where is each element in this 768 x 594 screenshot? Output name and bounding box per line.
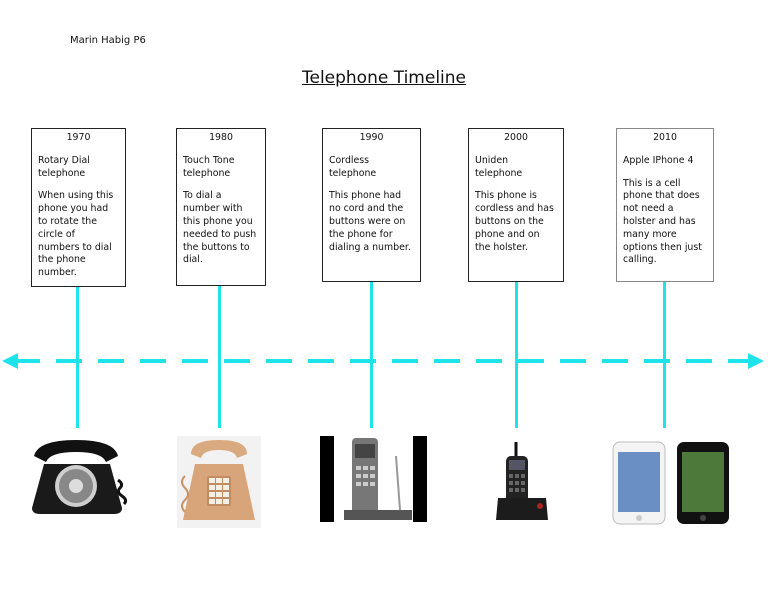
event-year: 2010 [653, 132, 677, 143]
event-box-1970: 1970 Rotary Dial telephone When using th… [31, 128, 126, 287]
event-year: 1970 [66, 132, 91, 143]
event-name: Rotary Dial telephone [38, 154, 90, 179]
right-arrowhead-icon [748, 353, 764, 369]
event-name: Apple IPhone 4 [623, 154, 694, 166]
connector-1980 [218, 286, 221, 428]
timeline-arrow [2, 353, 764, 369]
connector-1990 [370, 281, 373, 428]
event-name: Touch Tone telephone [183, 154, 235, 179]
event-description: This is a cell phone that does not need … [623, 177, 702, 266]
event-box-2000: 2000 Uniden telephone This phone is cord… [468, 128, 564, 282]
connector-2000 [515, 281, 518, 428]
connector-1970 [76, 286, 79, 428]
event-box-2010: 2010 Apple IPhone 4 This is a cell phone… [616, 128, 714, 282]
event-year: 2000 [504, 132, 528, 143]
event-name: Cordless telephone [329, 154, 377, 179]
touch-tone-phone-image [177, 436, 261, 528]
iphone-4-image [612, 441, 729, 525]
author-label: Marin Habig P6 [70, 35, 146, 46]
uniden-phone-image [496, 442, 548, 520]
event-description: To dial a number with this phone you nee… [183, 190, 257, 266]
cordless-phone-image [320, 436, 427, 522]
event-description: When using this phone you had to rotate … [38, 190, 114, 279]
event-box-1990: 1990 Cordless telephone This phone had n… [322, 128, 421, 282]
event-description: This phone had no cord and the buttons w… [329, 190, 411, 253]
event-box-1980: 1980 Touch Tone telephone To dial a numb… [176, 128, 266, 286]
left-arrowhead-icon [2, 353, 18, 369]
event-name: Uniden telephone [475, 154, 523, 179]
event-year: 1980 [209, 132, 233, 143]
connector-2010 [663, 281, 666, 428]
page-title: Telephone Timeline [301, 68, 467, 88]
event-year: 1990 [359, 132, 384, 143]
event-description: This phone is cordless and has buttons o… [475, 190, 554, 253]
rotary-phone-image [32, 440, 128, 514]
